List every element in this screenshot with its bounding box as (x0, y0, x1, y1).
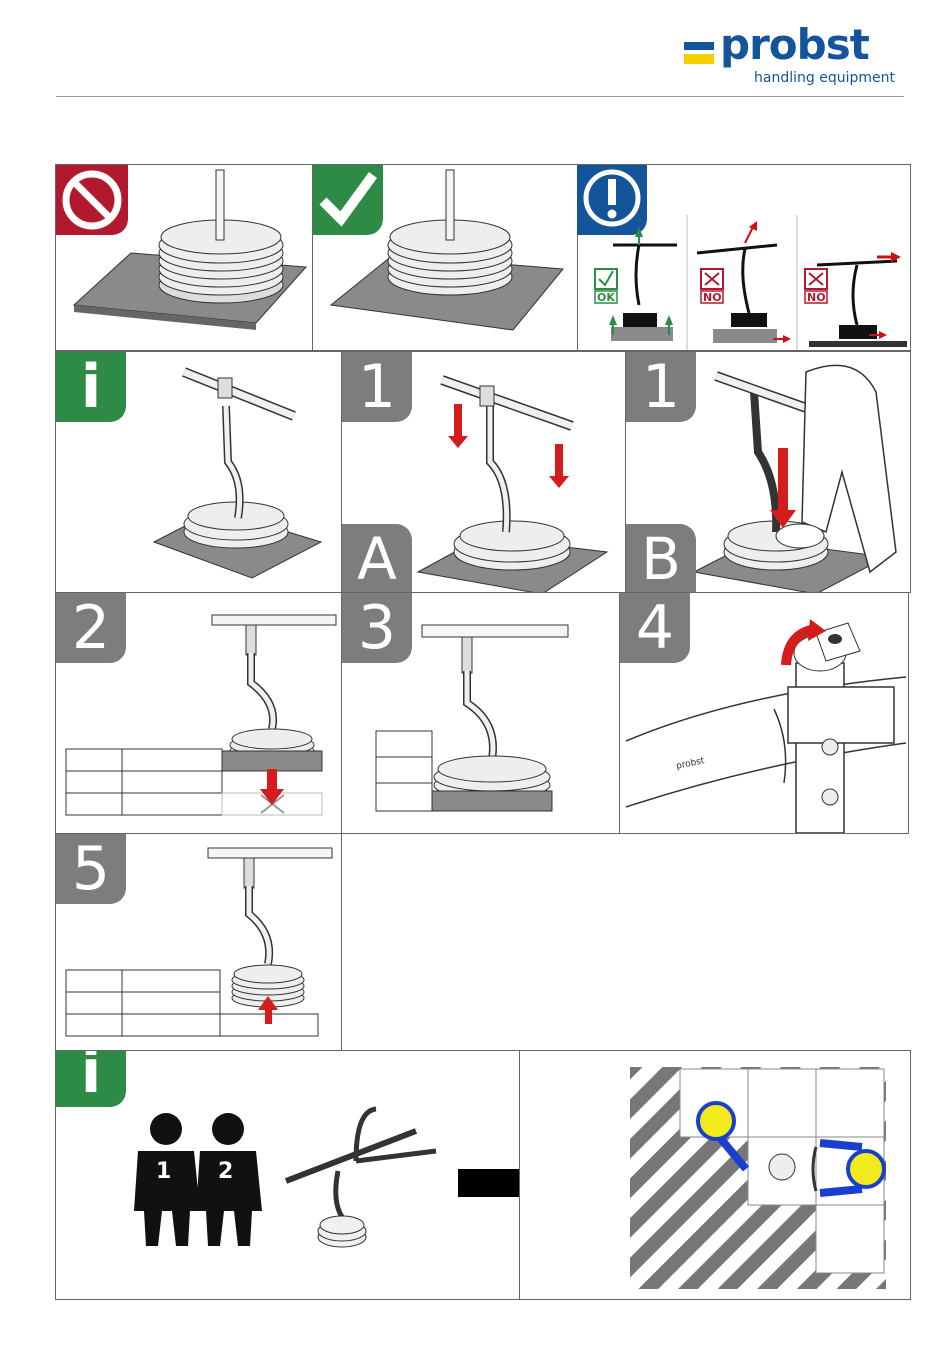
step-2-panel: 2 (55, 592, 342, 834)
step-3-illustration (342, 593, 620, 834)
info-panel-2: i 1 2 (55, 1050, 520, 1300)
step-5-illustration (56, 834, 342, 1051)
step-4-panel: 4 probst (619, 592, 909, 834)
lifting-direction-illustration (577, 165, 911, 351)
step-4-illustration (620, 593, 909, 834)
logo-subtitle: handling equipment (754, 70, 895, 86)
wrong-stack-illustration (56, 165, 312, 351)
logo-mark (684, 42, 714, 50)
logo: probst handling equipment (684, 34, 904, 94)
info-panel-1: i (55, 351, 342, 593)
label-b-badge: B (626, 524, 696, 593)
right-arrow-icon (458, 1147, 520, 1219)
top-row-panel: OK NO NO (55, 164, 911, 351)
step-3-panel: 3 (341, 592, 620, 834)
no-label-2: NO (807, 291, 826, 304)
device-illustration (56, 352, 342, 593)
step-2-illustration (56, 593, 342, 834)
two-persons-illustration (56, 1051, 520, 1300)
person-number-1: 1 (156, 1159, 171, 1184)
label-a-badge: A (342, 524, 412, 593)
no-label-1: NO (703, 291, 722, 304)
header-divider (56, 96, 904, 97)
step-5-panel: 5 (55, 833, 342, 1051)
correct-stack-illustration (313, 165, 577, 351)
logo-mark-yellow (684, 54, 714, 64)
step-1a-panel: 1 A (341, 351, 626, 593)
person-number-2: 2 (218, 1159, 233, 1184)
ok-label: OK (597, 291, 615, 304)
header: probst handling equipment (0, 0, 950, 100)
logo-text: probst (720, 20, 869, 69)
topview-illustration (520, 1051, 911, 1300)
person-icon (134, 1113, 262, 1246)
topview-panel (519, 1050, 911, 1300)
step-1b-panel: 1 B (625, 351, 911, 593)
